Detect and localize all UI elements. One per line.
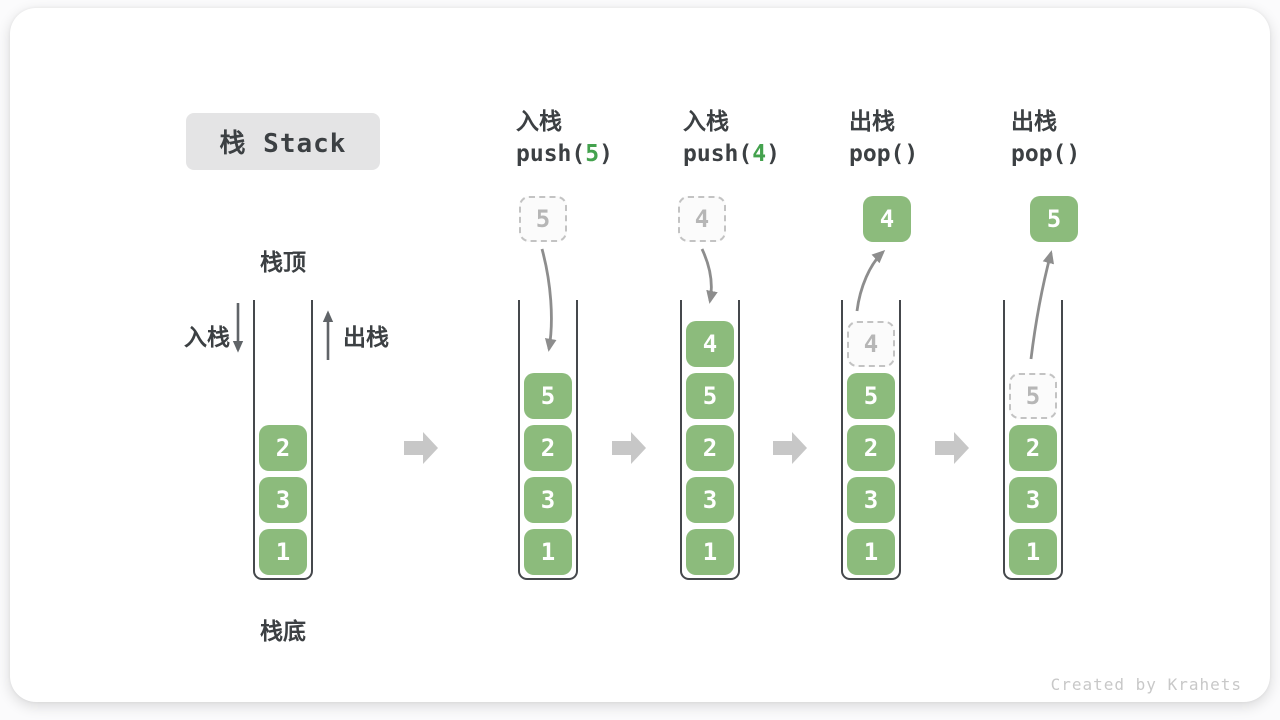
incoming-item: 5 [519, 196, 567, 242]
op-name: 出栈 [1011, 109, 1057, 135]
title-badge: 栈 Stack [186, 113, 380, 170]
incoming-item: 4 [678, 196, 726, 242]
stack-item: 3 [1009, 477, 1057, 523]
stack-item: 2 [847, 425, 895, 471]
stack-item: 1 [686, 529, 734, 575]
stack-item: 5 [524, 373, 572, 419]
push-side-label: 入栈 [184, 325, 230, 351]
op-label-push-5: 入栈 push(5) [516, 107, 686, 171]
stack-item: 5 [686, 373, 734, 419]
watermark: Created by Krahets [1050, 675, 1242, 694]
outgoing-item: 5 [1030, 196, 1078, 242]
op-code: pop() [1011, 141, 1081, 167]
stack-item: 5 [847, 373, 895, 419]
op-name: 出栈 [849, 109, 895, 135]
op-name: 入栈 [683, 109, 729, 135]
stack-item: 3 [686, 477, 734, 523]
outgoing-item: 4 [863, 196, 911, 242]
op-label-pop-1: 出栈 pop() [849, 107, 1019, 171]
stack-container-2: 5 2 3 1 [518, 300, 578, 580]
op-label-pop-2: 出栈 pop() [1011, 107, 1181, 171]
stack-item: 3 [259, 477, 307, 523]
ghost-slot: 5 [1009, 373, 1057, 419]
stack-item: 2 [686, 425, 734, 471]
op-code: pop() [849, 141, 919, 167]
stack-container-3: 4 5 2 3 1 [680, 300, 740, 580]
stack-item: 1 [1009, 529, 1057, 575]
stack-item: 4 [686, 321, 734, 367]
stack-item: 2 [524, 425, 572, 471]
ghost-slot: 4 [847, 321, 895, 367]
op-label-push-4: 入栈 push(4) [683, 107, 853, 171]
stack-item: 2 [259, 425, 307, 471]
stack-container-4: 4 5 2 3 1 [841, 300, 901, 580]
stack-item: 1 [524, 529, 572, 575]
op-code: push(4) [683, 141, 780, 167]
stack-item: 3 [524, 477, 572, 523]
stack-container-1: 2 3 1 [253, 300, 313, 580]
stack-top-label: 栈顶 [260, 250, 306, 276]
op-arg: 4 [752, 141, 767, 167]
stack-bottom-label: 栈底 [260, 619, 306, 645]
stack-item: 1 [259, 529, 307, 575]
pop-side-label: 出栈 [343, 325, 389, 351]
stack-item: 1 [847, 529, 895, 575]
stack-item: 3 [847, 477, 895, 523]
stack-item: 2 [1009, 425, 1057, 471]
op-name: 入栈 [516, 109, 562, 135]
stack-container-5: 5 2 3 1 [1003, 300, 1063, 580]
op-arg: 5 [585, 141, 600, 167]
op-code: push(5) [516, 141, 613, 167]
page-title: 栈 Stack [219, 129, 347, 159]
